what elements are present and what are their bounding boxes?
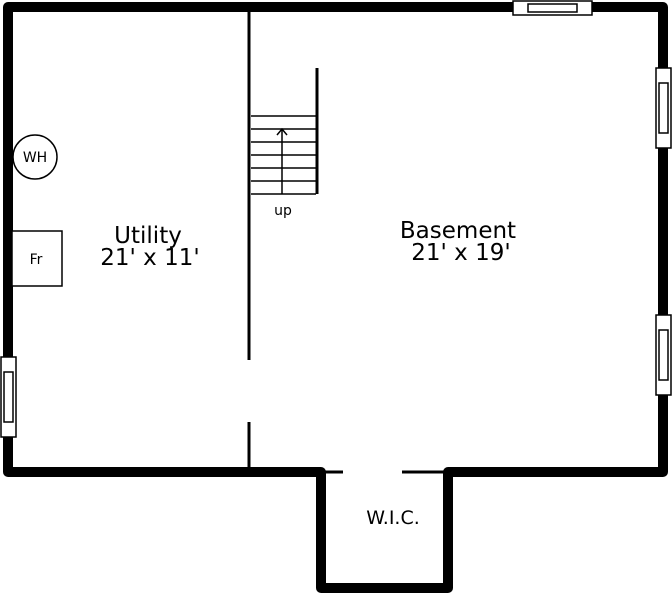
window-right-lower <box>655 314 672 396</box>
utility-room-name: Utility <box>114 223 182 249</box>
stairs <box>251 68 319 195</box>
basement-room-name: Basement <box>400 218 516 244</box>
wic-doorway <box>326 464 443 480</box>
exterior-walls <box>3 2 668 593</box>
water-heater-symbol <box>12 134 58 180</box>
window-left <box>0 356 17 438</box>
wic-room-name: W.I.C. <box>366 507 420 529</box>
window-top <box>512 0 593 16</box>
stairs-label: up <box>274 203 292 219</box>
furnace-symbol <box>11 230 63 287</box>
window-right-upper <box>655 67 672 149</box>
water-heater-label: WH <box>23 150 47 166</box>
furnace-label: Fr <box>30 252 43 268</box>
stairs-up-arrow-icon <box>276 127 288 194</box>
utility-room-dimensions: 21' x 11' <box>100 245 199 271</box>
basement-room-dimensions: 21' x 19' <box>411 240 510 266</box>
